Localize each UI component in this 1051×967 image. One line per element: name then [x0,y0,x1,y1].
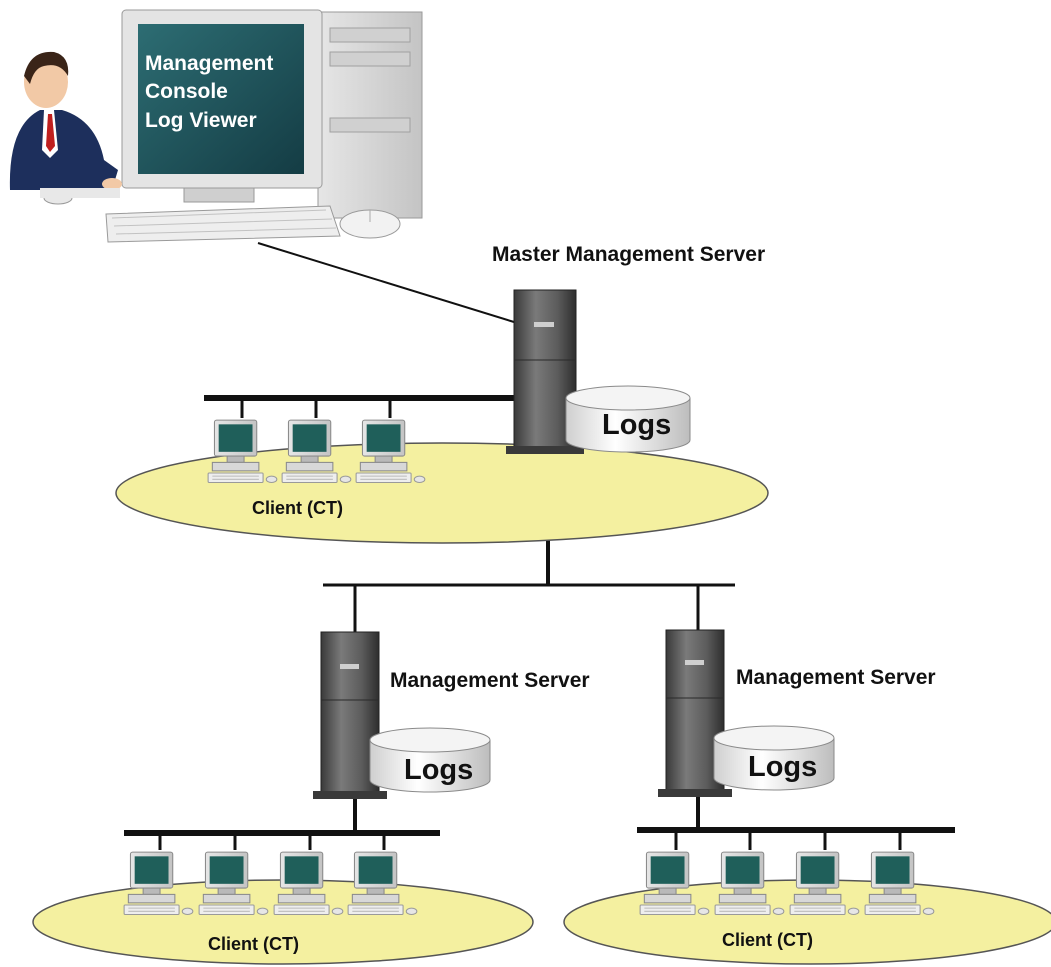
server-2-client-segment [563,879,1051,965]
master-client-segment [115,442,769,544]
server-1-logs-label: Logs [404,754,473,786]
server-2-label: Management Server [736,666,936,689]
server-2-client-label: Client (CT) [722,930,813,950]
master-logs-label: Logs [602,409,671,441]
server-1-logs-disk [369,727,491,793]
server-2-logs-label: Logs [748,751,817,783]
master-logs-disk [565,385,691,453]
master-server-label: Master Management Server [492,243,765,266]
console-screen [138,24,304,174]
console-screen-line-1: Management [145,52,273,75]
network-links [124,242,955,836]
server-1-icon [313,631,387,799]
console-workstation: Management Console Log Viewer [43,9,423,243]
server-1-client-taps [158,833,386,850]
administrator-figure [9,51,122,198]
master-client-label: Client (CT) [252,498,343,518]
master-client-taps [240,398,392,418]
server-1-label: Management Server [390,669,590,692]
console-screen-line-3: Log Viewer [145,109,257,132]
server-2-logs-disk [713,725,835,791]
console-screen-line-2: Console [145,80,228,103]
server-1-client-label: Client (CT) [208,934,299,954]
server-2-client-taps [674,830,902,850]
